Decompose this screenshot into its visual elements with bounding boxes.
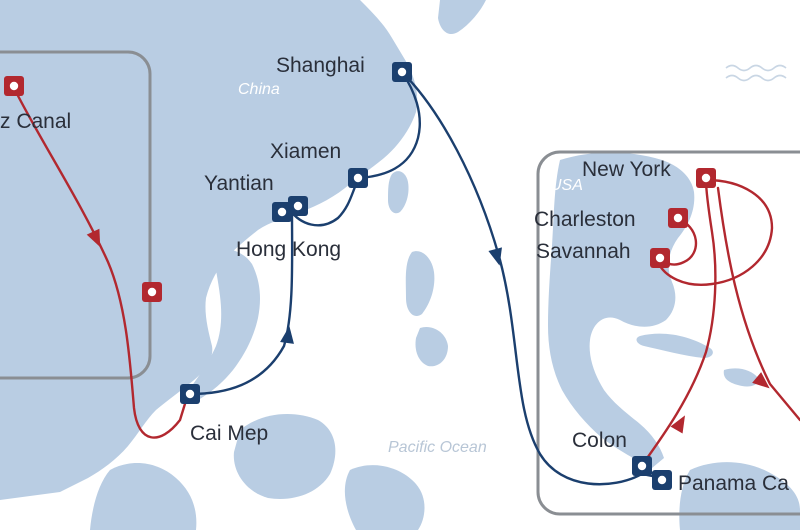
land-philippines-south [415, 326, 448, 367]
port-label-newyork: New York [582, 158, 671, 181]
square-ring-icon [4, 76, 24, 96]
triangle-arrow-icon [752, 372, 770, 389]
land-cuba [636, 333, 713, 358]
land-hispaniola [723, 368, 759, 387]
route-blue-hk-xiamen [288, 178, 360, 227]
port-label-shanghai: Shanghai [276, 54, 365, 77]
land-asia [0, 0, 418, 500]
port-label-caimep: Cai Mep [190, 422, 268, 445]
square-ring-icon [668, 208, 688, 228]
square-ring-icon [696, 168, 716, 188]
port-label-yantian: Yantian [204, 172, 274, 195]
port-markers [4, 62, 716, 490]
port-label-hongkong: Hong Kong [236, 238, 341, 261]
port-label-xiamen: Xiamen [270, 140, 341, 163]
route-red-panama-us [638, 178, 717, 470]
ocean-label-pacific: Pacific Ocean [388, 439, 487, 456]
route-red-newyork-loop [656, 178, 774, 286]
land-taiwan [388, 171, 409, 214]
wave-lines-icon [725, 64, 787, 82]
triangle-arrow-icon [488, 247, 502, 266]
inset-frame-usa [536, 150, 800, 516]
region-label-china: China [238, 81, 280, 98]
triangle-arrow-icon [670, 415, 685, 434]
route-blue-caimep-hk [188, 210, 294, 396]
triangle-arrow-icon [280, 326, 294, 344]
land-new-guinea [344, 465, 425, 530]
land-indonesia-west [90, 463, 197, 530]
square-ring-icon [180, 384, 200, 404]
route-arrows [86, 228, 770, 434]
land-philippines [405, 251, 435, 317]
port-label-suez: z Canal [0, 110, 71, 133]
land-japan [438, 0, 486, 35]
square-ring-icon [650, 248, 670, 268]
square-ring-icon [288, 196, 308, 216]
inset-frame-suez [0, 50, 152, 380]
land-borneo [233, 414, 336, 499]
port-label-panama: Panama Ca [678, 472, 789, 495]
square-ring-icon [392, 62, 412, 82]
triangle-arrow-icon [86, 228, 101, 248]
port-label-charleston: Charleston [534, 208, 636, 231]
route-red-to-europe [716, 186, 800, 422]
square-ring-icon [632, 456, 652, 476]
route-blue-transpacific [400, 70, 664, 486]
square-ring-icon [272, 202, 292, 222]
square-ring-icon [142, 282, 162, 302]
square-ring-icon [652, 470, 672, 490]
land-north-america [548, 152, 695, 468]
land-indochina [186, 248, 260, 400]
port-label-savannah: Savannah [536, 240, 631, 263]
square-ring-icon [348, 168, 368, 188]
region-label-usa: USA [550, 177, 583, 194]
route-red-suez [12, 86, 190, 439]
port-label-colon: Colon [572, 429, 627, 452]
route-blue-xiamen-shanghai [358, 70, 421, 180]
